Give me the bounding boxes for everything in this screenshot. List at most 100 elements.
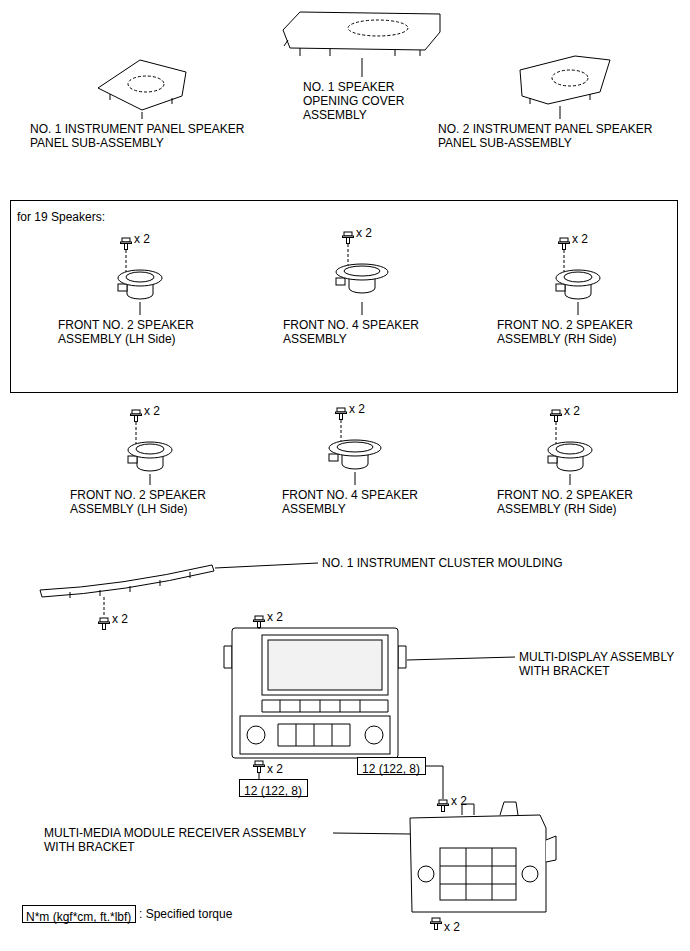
torque-legend-box: N*m (kgf*cm, ft.*lbf) xyxy=(22,905,136,923)
bolt-symbol xyxy=(438,800,449,812)
speaker-connector xyxy=(556,284,565,291)
leader-line xyxy=(560,106,561,119)
bolt-shank xyxy=(258,622,261,628)
torque-value: 12 (122, 8) xyxy=(362,762,420,776)
speaker-drawing xyxy=(128,410,172,471)
panel-outline xyxy=(98,60,186,110)
speaker-cone xyxy=(344,266,380,276)
torque-box: 12 (122, 8) xyxy=(357,757,426,775)
moulding-clips xyxy=(70,572,190,598)
speaker-flange xyxy=(128,442,172,458)
bolt-shank xyxy=(555,416,558,422)
part-name: MULTI-DISPLAY ASSEMBLY WITH BRACKET xyxy=(519,650,684,678)
speaker-drawing xyxy=(118,238,162,299)
bolt-head xyxy=(255,761,263,765)
leader-line xyxy=(362,58,363,77)
quantity-callout: x 2 xyxy=(267,610,283,624)
receiver-connector xyxy=(546,836,556,862)
climate-buttons xyxy=(278,724,350,746)
display-body xyxy=(232,628,398,758)
speaker-panel-drawing xyxy=(98,60,186,110)
bolt-head xyxy=(337,408,345,412)
quantity-callout: x 2 xyxy=(356,226,372,240)
panel-clips xyxy=(110,94,172,104)
opening-cover-drawing xyxy=(283,12,440,56)
panel-grille xyxy=(552,70,588,86)
bolt-symbol xyxy=(121,238,132,250)
torque-box: 12 (122, 8) xyxy=(239,779,308,797)
bolt-shank xyxy=(435,924,438,930)
control-knob xyxy=(365,726,383,744)
torque-leader xyxy=(426,766,443,799)
bolt-head xyxy=(344,232,352,236)
part-name: FRONT NO. 2 SPEAKER ASSEMBLY (LH Side) xyxy=(58,318,223,346)
leader-line xyxy=(578,302,579,315)
part-name: NO. 1 SPEAKER OPENING COVER ASSEMBLY xyxy=(303,80,423,122)
legend-unit: N*m (kgf*cm, ft.*lbf) xyxy=(26,910,131,924)
part-name: FRONT NO. 4 SPEAKER ASSEMBLY xyxy=(282,488,447,516)
leader-line xyxy=(215,563,318,568)
part-name: NO. 1 INSTRUMENT CLUSTER MOULDING xyxy=(322,556,562,570)
cover-grille xyxy=(348,20,408,36)
speaker-connector xyxy=(329,454,338,461)
speaker-flange xyxy=(336,264,388,280)
leader-line xyxy=(570,474,571,485)
quantity-callout: x 2 xyxy=(572,232,588,246)
bolt-head xyxy=(560,238,568,242)
panel-outline xyxy=(520,56,610,104)
bracket-ear xyxy=(224,646,232,668)
quantity-callout: x 2 xyxy=(444,920,460,934)
leader-line xyxy=(140,302,141,315)
leader-lines xyxy=(140,58,578,834)
quantity-callout: x 2 xyxy=(134,232,150,246)
receiver-body xyxy=(410,815,546,912)
display-screen-inner xyxy=(268,640,382,690)
speaker-flange xyxy=(329,440,381,456)
bolt-head xyxy=(100,618,108,622)
bolt-head xyxy=(122,238,130,242)
bracket-ear xyxy=(398,646,406,668)
leader-line xyxy=(407,657,515,660)
panel-grille xyxy=(128,76,164,92)
bolt-head xyxy=(255,616,263,620)
bolt-shank xyxy=(563,244,566,250)
quantity-callout: x 2 xyxy=(451,794,467,808)
leader-line xyxy=(142,112,143,119)
part-name: FRONT NO. 2 SPEAKER ASSEMBLY (RH Side) xyxy=(497,318,662,346)
bolt-symbol xyxy=(559,238,570,250)
speaker-connector xyxy=(118,284,127,291)
torque-value: 12 (122, 8) xyxy=(244,784,302,798)
bolt-shank xyxy=(340,414,343,420)
speaker-flange xyxy=(548,442,592,458)
bolt-shank xyxy=(442,806,445,812)
frame-heading: for 19 Speakers: xyxy=(17,210,105,224)
part-name: FRONT NO. 2 SPEAKER ASSEMBLY (LH Side) xyxy=(70,488,235,516)
speaker-connector xyxy=(548,456,557,463)
speaker-flange xyxy=(118,270,162,286)
bolt-shank xyxy=(347,238,350,244)
receiver-bracket xyxy=(462,802,518,815)
speaker-drawing xyxy=(548,410,592,471)
speaker-cone xyxy=(564,272,592,282)
bolt-head xyxy=(552,410,560,414)
speaker-drawing xyxy=(336,232,388,293)
speaker-cone xyxy=(136,444,164,454)
part-name: FRONT NO. 4 SPEAKER ASSEMBLY xyxy=(283,318,448,346)
speaker-connector xyxy=(128,456,137,463)
bolt-symbol xyxy=(99,618,110,630)
bolt-shank xyxy=(135,416,138,422)
leader-line xyxy=(333,833,410,834)
leader-line xyxy=(355,472,356,485)
quantity-callout: x 2 xyxy=(564,404,580,418)
speaker-cone xyxy=(337,442,373,452)
display-screen xyxy=(262,635,388,695)
bolt-symbol xyxy=(254,616,265,628)
receiver-drawing xyxy=(410,802,556,912)
bolt-shank xyxy=(258,767,261,773)
climate-panel xyxy=(240,716,390,754)
receiver-knob xyxy=(522,866,538,882)
quantity-callout: x 2 xyxy=(144,404,160,418)
quantity-callout: x 2 xyxy=(349,402,365,416)
quantity-callout: x 2 xyxy=(112,612,128,626)
